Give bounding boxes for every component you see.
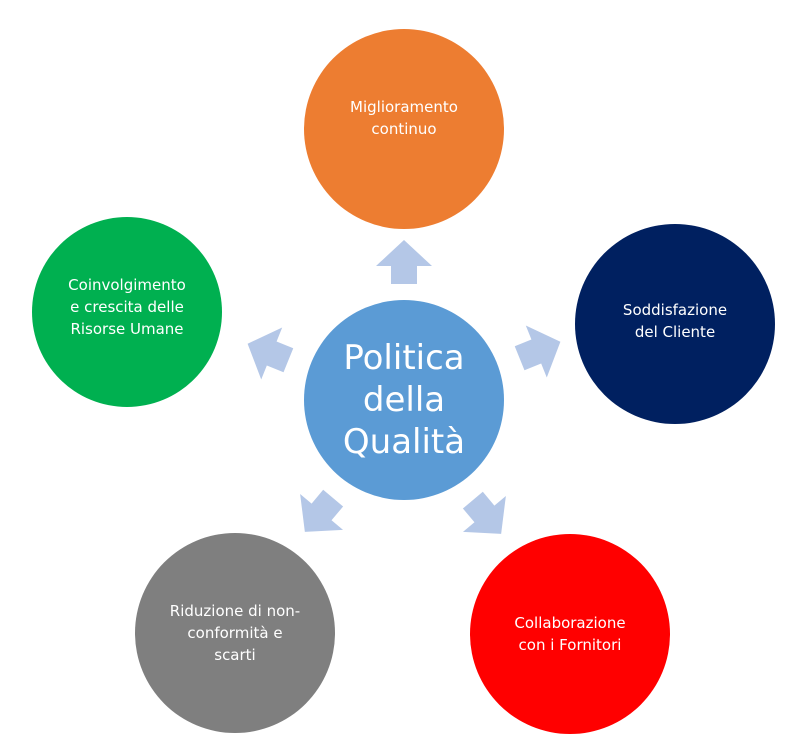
arrow-to-bottom-left bbox=[283, 480, 355, 550]
arrow-to-left bbox=[237, 317, 299, 387]
node-label: Soddisfazione del Cliente bbox=[622, 301, 728, 341]
arrow-to-bottom-right bbox=[451, 482, 523, 552]
node-label: Miglioramento continuo bbox=[350, 98, 458, 138]
center-label: Politica della Qualità bbox=[342, 338, 466, 462]
node-human-resources: Coinvolgimento e crescita delle Risorse … bbox=[32, 217, 222, 407]
node-continuous-improvement: Miglioramento continuo bbox=[304, 29, 504, 229]
node-supplier-collaboration: Collaborazione con i Fornitori bbox=[470, 534, 670, 734]
arrow-to-top bbox=[376, 240, 432, 284]
node-label: Riduzione di non- conformità e scarti bbox=[169, 602, 301, 664]
node-label: Collaborazione con i Fornitori bbox=[514, 614, 626, 654]
node-nonconformity-reduction: Riduzione di non- conformità e scarti bbox=[135, 533, 335, 733]
center-node-quality-policy: Politica della Qualità bbox=[304, 300, 504, 500]
node-customer-satisfaction: Soddisfazione del Cliente bbox=[575, 224, 775, 424]
node-label: Coinvolgimento e crescita delle Risorse … bbox=[68, 276, 186, 338]
arrow-to-right bbox=[509, 315, 571, 385]
